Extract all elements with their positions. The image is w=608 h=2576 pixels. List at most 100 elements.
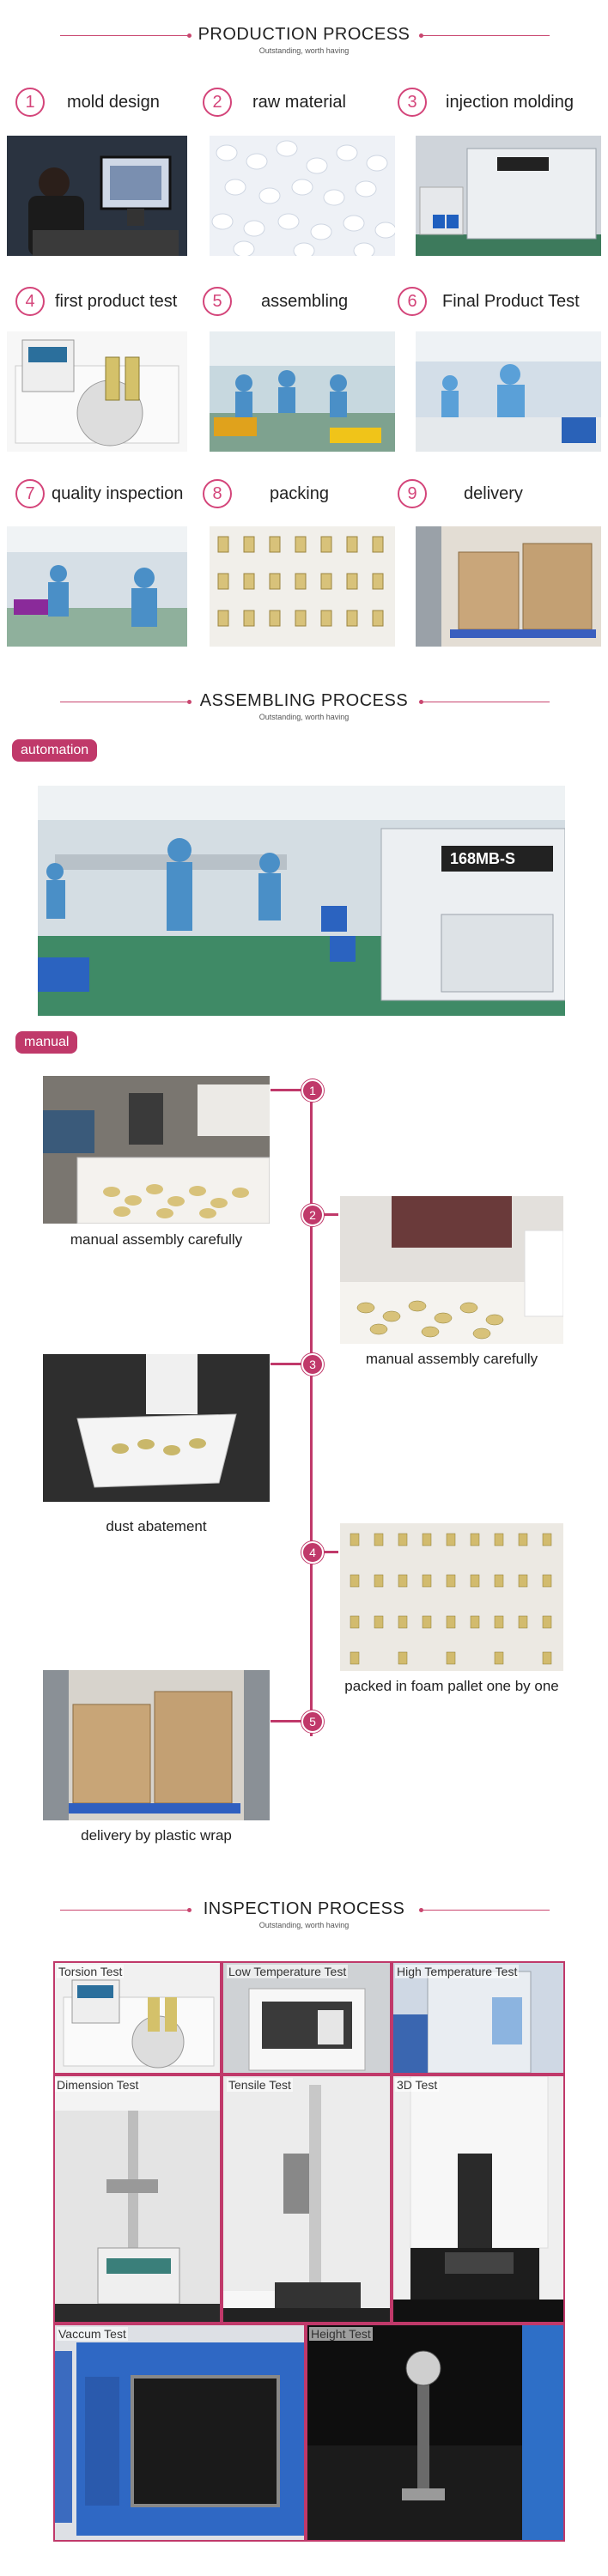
photo-packing (210, 526, 395, 647)
photo-high-temperature-test: High Temperature Test (393, 1963, 563, 2073)
step-number: 6 (398, 287, 427, 316)
step-label-packing: packing (270, 484, 329, 503)
torsion-tester-illustration (55, 1963, 220, 2073)
molding-machine-illustration (416, 136, 601, 256)
step-label-final-product-test: Final Product Test (442, 292, 580, 311)
photo-raw-material (210, 136, 395, 256)
assembly-line-illustration (210, 331, 395, 452)
automation-line-illustration: 168MB-S (38, 786, 565, 1016)
title-dot-right (419, 700, 423, 704)
step-number: 2 (203, 88, 232, 117)
photo-first-product-test (7, 331, 187, 452)
pellets-illustration (210, 136, 395, 256)
height-gauge-illustration (55, 2076, 220, 2322)
basket-illustration (43, 1354, 270, 1502)
photo-manual-assembly-2 (340, 1196, 563, 1344)
test-caption: 3D Test (395, 2078, 440, 2092)
title-dot-right (419, 1908, 423, 1912)
test-caption: High Temperature Test (395, 1965, 520, 1978)
photo-dust-abatement (43, 1354, 270, 1502)
production-title-block: PRODUCTION PROCESS Outstanding, worth ha… (0, 25, 608, 55)
photo-manual-assembly-1 (43, 1076, 270, 1224)
step-number: 4 (15, 287, 45, 316)
step-label-injection-molding: injection molding (446, 93, 574, 112)
test-caption: Dimension Test (55, 2078, 141, 2092)
timeline-dot: 3 (301, 1353, 324, 1376)
photo-quality-inspection (7, 526, 187, 647)
test-caption: Tensile Test (227, 2078, 293, 2092)
timeline-connector-2 (311, 1213, 338, 1216)
timeline-connector-4 (311, 1551, 338, 1553)
step-label-assembling: assembling (261, 292, 349, 311)
photo-tensile-test: Tensile Test (223, 2076, 390, 2322)
torsion-tester-illustration (7, 331, 187, 452)
step-number: 9 (398, 479, 427, 508)
timeline-caption: dust abatement (106, 1518, 207, 1534)
machine-label: 168MB-S (450, 850, 515, 867)
photo-low-temperature-test: Low Temperature Test (223, 1963, 390, 2073)
step-label-quality-inspection: quality inspection (52, 484, 184, 503)
assembling-title-block: ASSEMBLING PROCESS Outstanding, worth ha… (0, 691, 608, 721)
title-line-left (60, 1910, 189, 1911)
timeline-connector-1 (271, 1089, 312, 1091)
timeline-dot: 2 (301, 1204, 324, 1226)
photo-mold-design (7, 136, 187, 256)
test-caption: Torsion Test (57, 1965, 125, 1978)
timeline-dot: 1 (301, 1079, 324, 1102)
inspection-title-block: INSPECTION PROCESS Outstanding, worth ha… (0, 1899, 608, 1929)
tensile-tester-illustration (223, 2076, 390, 2322)
freezer-illustration (223, 1963, 390, 2073)
measuring-machine-illustration (393, 2076, 563, 2322)
vacuum-oven-illustration (55, 2325, 304, 2540)
inspection-title: INSPECTION PROCESS (203, 1899, 405, 1918)
quality-inspection-illustration (7, 526, 187, 647)
step-label-raw-material: raw material (252, 93, 346, 112)
photo-height-test: Height Test (307, 2325, 563, 2540)
step-number: 5 (203, 287, 232, 316)
foam-pallet-illustration (340, 1523, 563, 1671)
title-line-right (421, 1910, 550, 1911)
photo-vaccum-test: Vaccum Test (55, 2325, 304, 2540)
step-number: 1 (15, 88, 45, 117)
title-dot-left (187, 700, 192, 704)
photo-final-product-test (416, 331, 601, 452)
timeline-caption: delivery by plastic wrap (81, 1827, 232, 1844)
step-number: 8 (203, 479, 232, 508)
step-label-mold-design: mold design (67, 93, 160, 112)
manual-assembly-illustration (43, 1076, 270, 1224)
title-dot-left (187, 1908, 192, 1912)
timeline-dot: 4 (301, 1541, 324, 1564)
title-dot-right (419, 33, 423, 38)
timeline-caption: manual assembly carefully (70, 1231, 243, 1248)
timeline-connector-5 (271, 1720, 312, 1722)
manual-assembly-illustration (340, 1196, 563, 1344)
photo-torsion-test: Torsion Test (55, 1963, 220, 2073)
photo-delivery (416, 526, 601, 647)
inspection-workers-illustration (416, 331, 601, 452)
step-label-first-product-test: first product test (55, 292, 178, 311)
mold-design-illustration (7, 136, 187, 256)
timeline-caption: packed in foam pallet one by one (344, 1678, 559, 1694)
foam-pallet-illustration (210, 526, 395, 647)
title-line-right (421, 35, 550, 36)
manual-tag: manual (15, 1031, 78, 1054)
timeline-dot: 5 (301, 1710, 324, 1733)
test-caption: Vaccum Test (57, 2327, 128, 2341)
timeline-caption: manual assembly carefully (365, 1351, 538, 1367)
title-dot-left (187, 33, 192, 38)
photo-automation-line: 168MB-S (38, 786, 565, 1016)
inspection-subtitle: Outstanding, worth having (258, 1921, 350, 1929)
photo-dimension-test: Dimension Test (55, 2076, 220, 2322)
test-caption: Height Test (309, 2327, 373, 2341)
wrapped-cartons-illustration (43, 1670, 270, 1820)
photo-delivery-wrap (43, 1670, 270, 1820)
cartons-illustration (416, 526, 601, 647)
height-gauge-illustration (307, 2325, 563, 2540)
step-number: 7 (15, 479, 45, 508)
photo-assembling (210, 331, 395, 452)
step-number: 3 (398, 88, 427, 117)
automation-tag: automation (12, 739, 98, 762)
timeline-line (310, 1086, 313, 1736)
assembling-subtitle: Outstanding, worth having (258, 713, 350, 721)
oven-illustration (393, 1963, 563, 2073)
